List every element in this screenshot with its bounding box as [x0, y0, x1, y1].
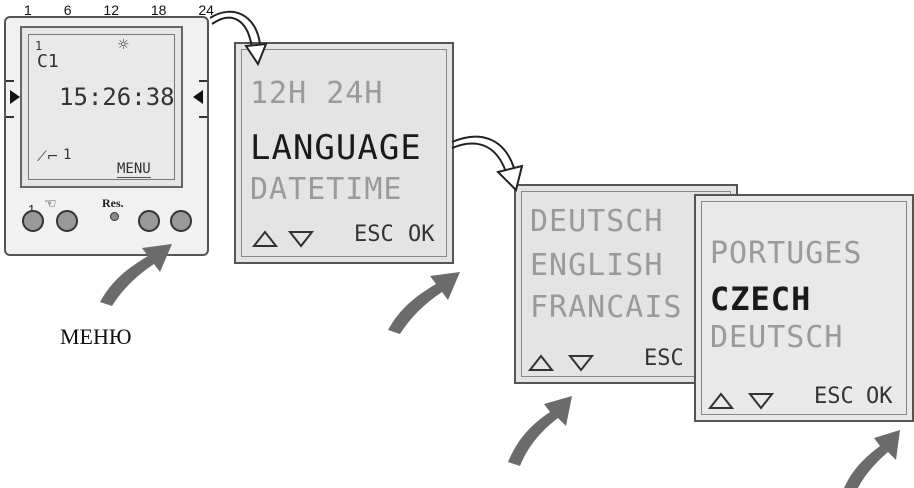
scale-label: 24 [198, 2, 214, 18]
esc-button[interactable]: ESC [354, 222, 394, 247]
ok-button[interactable]: OK [408, 222, 435, 247]
device-button-menu[interactable] [138, 210, 160, 232]
up-arrow-icon[interactable] [708, 392, 734, 410]
menu-item-language[interactable]: LANGUAGE [250, 128, 422, 168]
hand-icon: ☜ [44, 196, 57, 212]
ok-button[interactable]: OK [866, 384, 893, 409]
scale-label: 1 [24, 2, 32, 18]
menu-item-datetime[interactable]: DATETIME [250, 172, 403, 207]
language-item-francais[interactable]: FRANCAIS [530, 290, 683, 325]
left-marker-icon [10, 90, 20, 104]
device-button-manual[interactable] [56, 210, 78, 232]
format-menu-panel: 12H 24H LANGUAGE DATETIME ESC OK [234, 42, 454, 264]
up-arrow-icon[interactable] [528, 354, 554, 372]
reset-button[interactable] [110, 212, 119, 221]
clock-time: 15:26:38 [59, 83, 175, 111]
channel-indicator: C1 [37, 51, 59, 72]
scale-label: 12 [103, 2, 119, 18]
down-arrow-icon[interactable] [568, 354, 594, 372]
menu-caption: МЕНЮ [60, 324, 132, 349]
language-select-panel: PORTUGES CZECH DEUTSCH ESC OK [694, 194, 914, 422]
menu-item-time-format[interactable]: 12H 24H [250, 76, 384, 111]
button-1-label: 1 [28, 202, 35, 217]
menu-label: MENU [117, 161, 151, 178]
press-arrow-icon [508, 396, 572, 466]
down-arrow-icon[interactable] [288, 230, 314, 248]
program-number: 1 [35, 39, 43, 53]
panel-frame [241, 49, 447, 257]
timer-device: 1 ☼ C1 15:26:38 ⟋⌐ 1 MENU 1 ☜ Res. [4, 16, 209, 256]
language-item-czech[interactable]: CZECH [710, 280, 812, 318]
press-arrow-icon [388, 272, 460, 334]
esc-button[interactable]: ESC [814, 384, 854, 409]
reset-label: Res. [102, 196, 124, 210]
panel-frame [701, 201, 907, 415]
device-button-ok[interactable] [170, 210, 192, 232]
time-scale: 1 6 12 18 24 [24, 2, 214, 18]
right-marker-icon [193, 90, 203, 104]
right-bracket [199, 80, 207, 118]
device-button-1[interactable] [22, 210, 44, 232]
left-bracket [6, 80, 14, 118]
flow-arrow-icon [209, 10, 268, 67]
flow-arrow-icon [451, 135, 524, 192]
down-arrow-icon[interactable] [748, 392, 774, 410]
up-arrow-icon[interactable] [252, 230, 278, 248]
press-arrow-icon [844, 430, 900, 488]
device-display: 1 ☼ C1 15:26:38 ⟋⌐ 1 MENU [20, 26, 183, 188]
esc-button[interactable]: ESC [644, 346, 684, 371]
press-arrow-icon [100, 244, 172, 306]
scale-label: 6 [63, 2, 72, 18]
scale-label: 18 [150, 2, 167, 18]
language-item-english[interactable]: ENGLISH [530, 248, 664, 283]
language-item-deutsch[interactable]: DEUTSCH [530, 204, 664, 239]
switch-count: 1 [63, 147, 72, 163]
language-item-portuges[interactable]: PORTUGES [710, 236, 863, 271]
device-display-inner: 1 ☼ C1 15:26:38 ⟋⌐ 1 MENU [28, 34, 175, 180]
switch-state-icon: ⟋⌐ [37, 149, 59, 165]
language-item-deutsch[interactable]: DEUTSCH [710, 320, 844, 355]
sun-icon: ☼ [117, 37, 130, 53]
